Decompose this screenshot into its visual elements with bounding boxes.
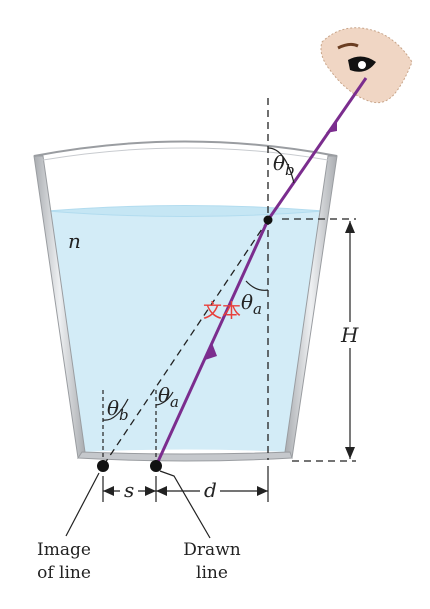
drawn-point: [150, 460, 162, 472]
angle-arc-theta-b-bottom: [102, 398, 129, 421]
h-arrow-top: [345, 221, 355, 233]
ray-arrow-water: [205, 343, 217, 360]
eye-icon: [320, 27, 413, 104]
h-arrow-bottom: [345, 447, 355, 459]
angle-arc-theta-a-bottom: [155, 391, 174, 406]
label-theta-b-bottom: θb: [107, 396, 129, 424]
drawn-leader-line: [159, 470, 211, 539]
label-s: s: [124, 478, 134, 502]
label-d: d: [204, 478, 217, 502]
beaker-rim-inner: [42, 147, 329, 161]
image-leader-line: [65, 472, 100, 537]
label-n: n: [68, 229, 81, 253]
ray-arrow-air: [326, 120, 337, 133]
apparent-ray: [102, 219, 269, 467]
angle-arc-theta-a-mid: [245, 280, 269, 291]
label-theta-a-bottom: θa: [158, 383, 179, 411]
beaker-bottom: [77, 451, 293, 462]
label-H: H: [340, 323, 359, 347]
label-theta-a-mid: θa: [241, 290, 262, 318]
beaker-rim: [33, 140, 338, 157]
label-theta-b-top: θb: [273, 151, 295, 179]
d-arrow-right: [257, 486, 268, 496]
s-arrow-right: [145, 486, 156, 496]
watermark-text: 文本: [203, 300, 241, 322]
water: [47, 205, 324, 452]
caption-image-line-2: of line: [37, 563, 91, 583]
s-arrow-left: [103, 486, 114, 496]
caption-drawn-line-1: Drawn: [183, 540, 240, 560]
ray-in-air: [266, 77, 368, 221]
caption-drawn-line-2: line: [196, 563, 228, 583]
surface-point: [263, 215, 273, 225]
d-arrow-left: [156, 486, 167, 496]
angle-arc-theta-b-top: [267, 147, 295, 184]
caption-image-line-1: Image: [37, 540, 91, 560]
image-point: [97, 460, 109, 472]
